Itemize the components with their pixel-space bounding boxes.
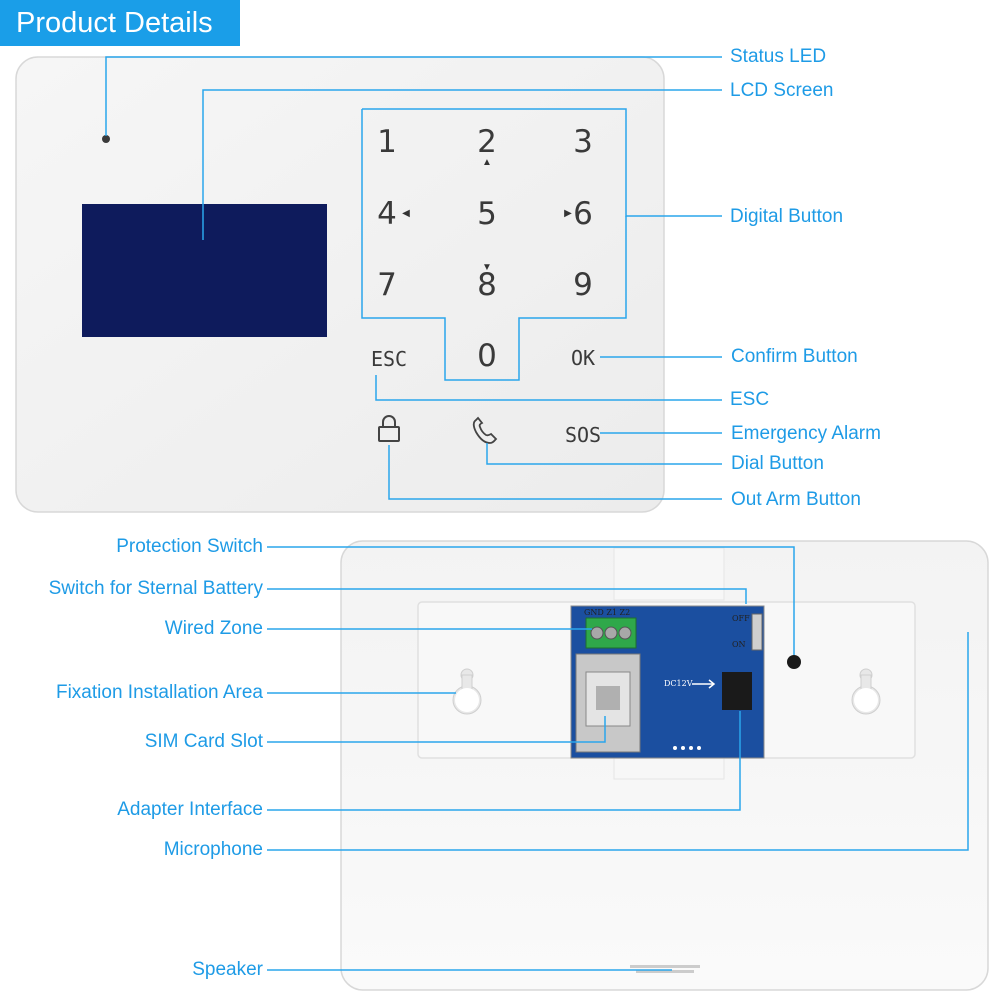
- key-8[interactable]: 8: [477, 267, 497, 303]
- label-microphone: Microphone: [163, 839, 263, 860]
- key-3[interactable]: 3: [573, 124, 593, 160]
- label-protection-switch: Protection Switch: [116, 536, 263, 557]
- key-1[interactable]: 1: [377, 124, 397, 160]
- dc-label: DC12V: [664, 679, 693, 688]
- key-5[interactable]: 5: [477, 196, 497, 232]
- label-esc: ESC: [730, 389, 770, 410]
- switch-on-label: ON: [732, 640, 746, 649]
- battery-switch: [751, 613, 763, 651]
- label-speaker: Speaker: [192, 959, 263, 980]
- label-dial-button: Dial Button: [731, 453, 824, 474]
- label-lcd-screen: LCD Screen: [730, 80, 834, 101]
- label-fixation-area: Fixation Installation Area: [55, 682, 263, 703]
- key-2[interactable]: 2: [477, 124, 497, 160]
- status-led: [102, 135, 110, 143]
- key-0[interactable]: 0: [477, 338, 497, 374]
- label-wired-zone: Wired Zone: [164, 618, 263, 639]
- switch-off-label: OFF: [732, 614, 750, 623]
- label-out-arm-button: Out Arm Button: [731, 489, 861, 510]
- arrow-right-icon: ▶: [564, 208, 572, 219]
- key-4[interactable]: 4: [377, 196, 397, 232]
- protection-switch: [787, 655, 801, 669]
- lock-icon: [378, 415, 400, 442]
- bottom-slot: [613, 756, 725, 780]
- key-7[interactable]: 7: [377, 267, 397, 303]
- speaker-grille: [630, 965, 700, 968]
- lcd-screen: [82, 204, 327, 337]
- label-adapter-interface: Adapter Interface: [117, 799, 263, 820]
- sos-key[interactable]: SOS: [564, 423, 602, 447]
- label-digital-button: Digital Button: [730, 206, 844, 227]
- key-9[interactable]: 9: [573, 267, 593, 303]
- arrow-down-icon: ▼: [482, 262, 492, 273]
- phone-icon: [472, 416, 498, 444]
- esc-key[interactable]: ESC: [370, 347, 408, 371]
- label-sim-slot: SIM Card Slot: [144, 731, 263, 752]
- label-confirm-button: Confirm Button: [731, 346, 858, 367]
- arrow-up-icon: ▲: [482, 157, 492, 168]
- arrow-left-icon: ◀: [402, 208, 410, 219]
- label-switch-battery: Switch for Sternal Battery: [48, 578, 263, 599]
- ok-key[interactable]: OK: [570, 346, 596, 370]
- adapter-jack: [722, 672, 752, 710]
- label-status-led: Status LED: [730, 46, 827, 67]
- label-emergency-alarm: Emergency Alarm: [731, 423, 881, 444]
- top-slot: [613, 547, 725, 601]
- key-6[interactable]: 6: [573, 196, 593, 232]
- terminal-label: GND Z1 Z2: [584, 608, 631, 617]
- page-title: Product Details: [0, 0, 240, 46]
